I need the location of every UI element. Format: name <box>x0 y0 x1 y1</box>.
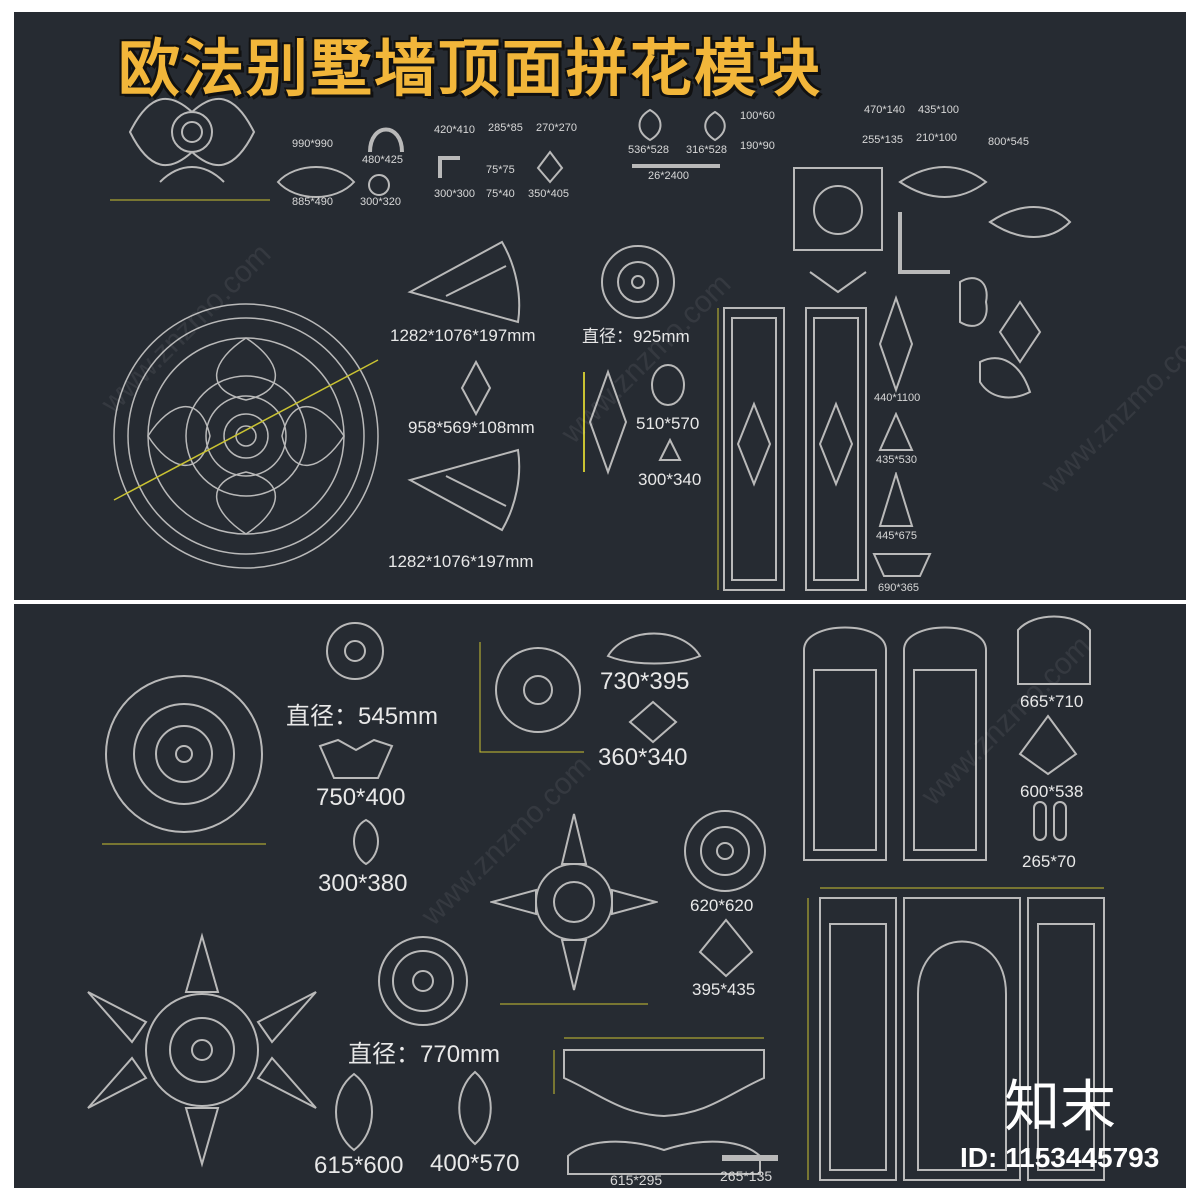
round-rosette-ornament <box>684 810 766 892</box>
dim-label: 75*75 <box>486 164 515 176</box>
dim-label: 直径：770mm <box>348 1041 501 1068</box>
dim-label: 800*545 <box>988 136 1029 148</box>
crest-ornament <box>276 166 356 198</box>
canopy-ornament <box>553 1037 765 1175</box>
dim-label: 直径：545mm <box>286 703 439 730</box>
fan-segment-ornament <box>407 240 521 324</box>
fleur-ornament <box>536 150 564 184</box>
drop-ornament <box>368 174 390 196</box>
dim-label: 316*528 <box>686 144 727 156</box>
dim-label: 1282*1076*197mm <box>388 552 534 571</box>
dim-label: 285*85 <box>488 122 523 134</box>
scroll-crest-ornament <box>606 632 702 665</box>
id-label: ID: 1153445793 <box>960 1142 1160 1173</box>
rail-ornament <box>722 1155 778 1161</box>
cross-rosette-ornament <box>490 813 658 1005</box>
bracket-pair-ornament <box>1033 801 1067 841</box>
arched-wall-panels <box>807 887 1105 1181</box>
floral-spray-ornament <box>458 1070 492 1146</box>
crest-ornament <box>353 818 379 866</box>
dim-label: 615*600 <box>314 1152 404 1179</box>
dim-label: 470*140 <box>864 104 905 116</box>
rail-ornament <box>632 164 720 168</box>
crest-ornament <box>1017 615 1091 685</box>
bow-ornament <box>460 360 492 416</box>
shield-ornament <box>638 108 662 142</box>
floral-square-ornament <box>479 642 584 753</box>
bracket-ornament <box>872 553 932 577</box>
dim-label: 990*990 <box>292 138 333 150</box>
leaf-ornament <box>878 412 914 451</box>
wall-panel-pair <box>717 307 867 591</box>
dim-label: 100*60 <box>740 110 775 122</box>
dim-label: 620*620 <box>690 896 754 915</box>
dim-label: 210*100 <box>916 132 957 144</box>
bottom-panel: 直径：545mm 750*400 300*380 730*395 360*340… <box>14 604 1186 1188</box>
dim-label: 440*1100 <box>874 392 921 404</box>
ornament-cluster <box>793 166 1072 399</box>
dim-label: 665*710 <box>1020 692 1084 711</box>
oval-ornament <box>651 364 685 406</box>
dim-label: 300*300 <box>434 188 475 200</box>
dim-label: 300*340 <box>638 470 702 489</box>
dim-label: 1282*1076*197mm <box>390 326 536 345</box>
leaf-ornament <box>698 918 754 978</box>
star-medallion-ornament <box>87 932 317 1168</box>
dim-label: 510*570 <box>636 414 700 433</box>
dim-label: 435*530 <box>876 454 917 466</box>
dim-label: 255*135 <box>862 134 903 146</box>
large-medallion-ornament <box>113 303 379 569</box>
page-title: 欧法别墅墙顶面拼花模块 <box>118 32 823 105</box>
round-rosette-ornament <box>326 622 384 680</box>
leaf-ornament <box>1018 714 1078 776</box>
top-panel: 990*990 480*425 885*490 300*320 420*410 … <box>14 12 1186 600</box>
dim-label: 480*425 <box>362 154 403 166</box>
dim-label: 750*400 <box>316 784 406 811</box>
dim-label: 75*40 <box>486 188 515 200</box>
leaf-ornament <box>658 438 682 461</box>
dim-label: 885*490 <box>292 196 333 208</box>
dim-label: 600*538 <box>1020 782 1084 801</box>
leaf-ornament <box>628 700 678 744</box>
ornate-rosette-ornament <box>110 97 270 201</box>
dim-label: 420*410 <box>434 124 475 136</box>
leaf-ornament <box>878 472 914 527</box>
fan-segment-ornament <box>407 448 521 532</box>
dim-label: 395*435 <box>692 980 756 999</box>
round-rosette-ornament <box>378 936 468 1026</box>
diamond-ornament <box>583 369 628 475</box>
dim-label: 190*90 <box>740 140 775 152</box>
dim-label: 直径：925mm <box>582 327 690 346</box>
dim-label: 350*405 <box>528 188 569 200</box>
corner-ornament <box>438 156 460 178</box>
dim-label: 270*270 <box>536 122 577 134</box>
dim-label: 300*320 <box>360 196 401 208</box>
dim-label: 360*340 <box>598 744 688 771</box>
round-rosette-ornament <box>601 245 675 319</box>
dim-label: 536*528 <box>628 144 669 156</box>
dim-label: 300*380 <box>318 870 408 897</box>
diamond-ornament <box>878 294 914 394</box>
dim-label: 26*2400 <box>648 170 689 182</box>
dim-label: 265*135 <box>720 1168 773 1184</box>
dim-label: 445*675 <box>876 530 917 542</box>
shield-ornament <box>704 110 726 142</box>
brand-logo: 知末 <box>1004 1075 1116 1140</box>
dim-label: 730*395 <box>600 668 690 695</box>
dim-label: 435*100 <box>918 104 959 116</box>
dim-label: 265*70 <box>1022 852 1076 871</box>
arched-wall-panels <box>803 626 987 861</box>
floral-spray-ornament <box>335 1072 373 1152</box>
crown-ornament <box>318 738 394 779</box>
dim-label: 958*569*108mm <box>408 418 535 437</box>
ornate-rosette-ornament <box>102 675 266 845</box>
dim-label: 690*365 <box>878 582 919 594</box>
dim-label: 400*570 <box>430 1150 520 1177</box>
dim-label: 615*295 <box>610 1172 663 1188</box>
arch-ornament <box>368 127 404 153</box>
